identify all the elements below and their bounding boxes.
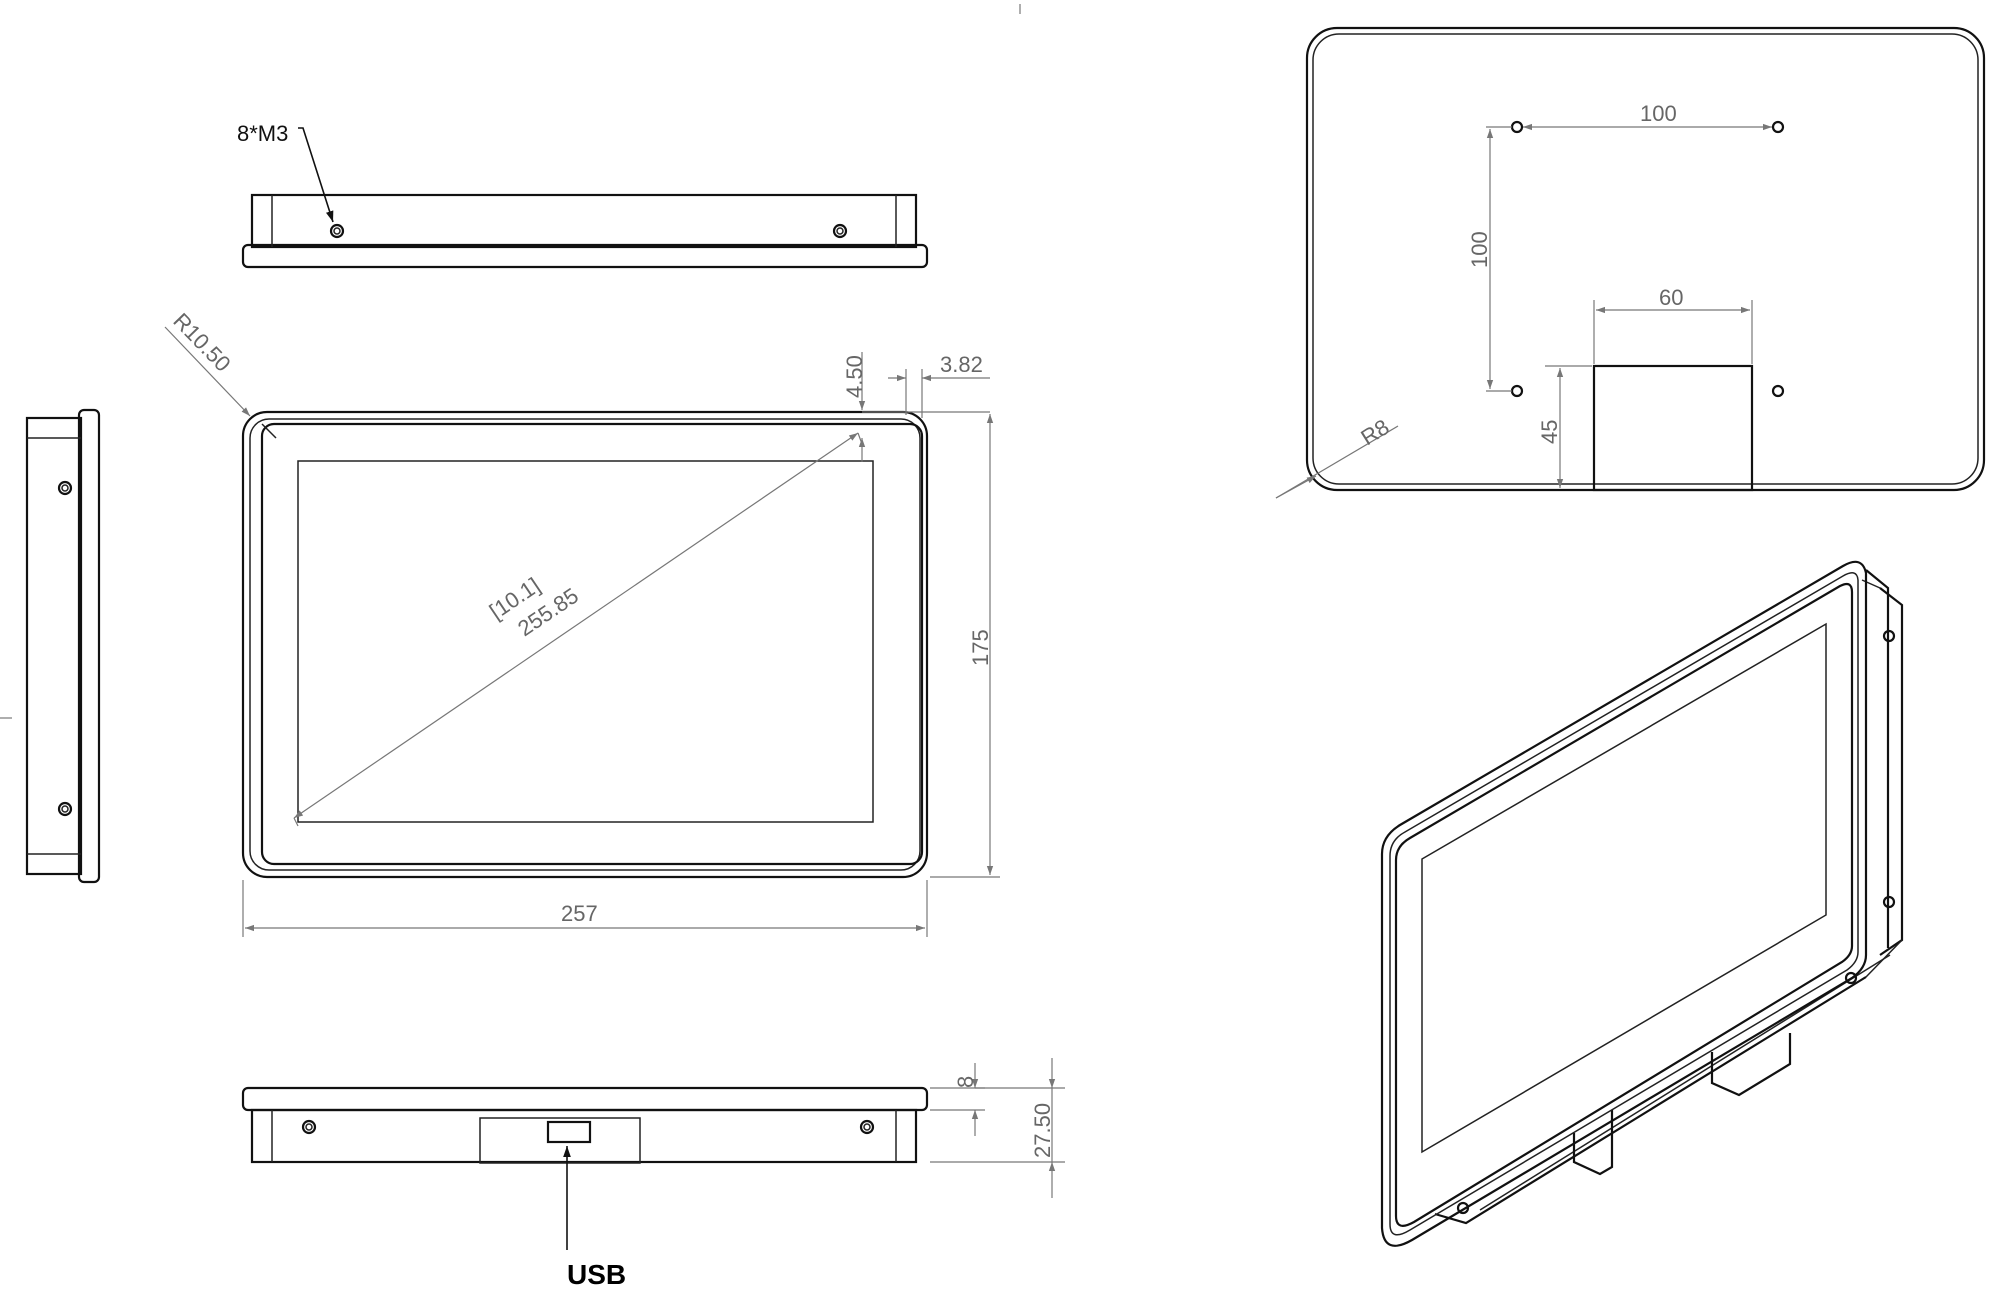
height-label: 175	[968, 629, 993, 666]
side-view-body	[25, 416, 83, 876]
usb-port	[546, 1120, 592, 1144]
screw-hole	[1882, 629, 1896, 643]
vesa-hole	[1771, 384, 1785, 398]
iso-outer-bezel	[1380, 560, 1868, 1247]
screw-hole	[832, 223, 848, 239]
screw-hole	[1456, 1201, 1470, 1215]
screw-hole	[57, 801, 73, 817]
port-box-height-label: 45	[1537, 420, 1562, 444]
top-view: 8*M3	[237, 121, 929, 269]
vesa-horizontal-label: 100	[1640, 101, 1677, 126]
front-outer-frame	[241, 410, 929, 879]
vesa-hole	[1771, 120, 1785, 134]
port-housing	[479, 1117, 641, 1164]
iso-port-box-left	[1572, 1110, 1614, 1176]
iso-port-box-right	[1710, 1033, 1792, 1097]
front-depth-label: 8	[953, 1076, 978, 1088]
width-label: 257	[561, 901, 598, 926]
iso-inner-bezel	[1394, 582, 1854, 1227]
rear-view: 100 100 60 45 R8	[1275, 26, 1986, 499]
display-area	[297, 460, 874, 823]
side-view-front-bezel	[77, 408, 101, 884]
isometric-view	[1380, 560, 1904, 1247]
diagonal-dimension-line	[293, 432, 859, 819]
vesa-hole	[1510, 384, 1524, 398]
total-depth-label: 27.50	[1030, 1103, 1055, 1158]
bottom-view: USB 8 27.50	[241, 1058, 1065, 1290]
bezel-side-label: 3.82	[940, 352, 983, 377]
front-view: [10.1] 255.85 R10.50 4.50 3.82 175 257	[164, 308, 1000, 937]
usb-label: USB	[567, 1259, 626, 1290]
top-view-front-bezel	[241, 243, 929, 269]
screw-hole	[57, 480, 73, 496]
vesa-hole	[1510, 120, 1524, 134]
bottom-view-front-bezel	[241, 1086, 929, 1112]
screw-hole	[329, 223, 345, 239]
screw-hole	[301, 1119, 317, 1135]
rear-radius-label: R8	[1356, 414, 1393, 450]
screw-hole	[1882, 895, 1896, 909]
front-bezel	[260, 422, 924, 866]
rear-outer-shell	[1305, 26, 1986, 492]
screw-hole	[859, 1119, 875, 1135]
corner-radius-leader	[164, 326, 251, 417]
left-side-view	[25, 408, 101, 884]
screw-hole	[1844, 971, 1858, 985]
iso-display-area	[1421, 622, 1827, 1154]
top-view-body	[250, 193, 918, 249]
port-box-width-label: 60	[1659, 285, 1683, 310]
bezel-top-label: 4.50	[842, 355, 867, 398]
rear-port-box	[1592, 364, 1754, 492]
vesa-vertical-label: 100	[1467, 231, 1492, 268]
screw-callout-label: 8*M3	[237, 121, 288, 146]
iso-rear-body-edge	[1879, 587, 1904, 956]
bottom-view-body	[250, 1108, 918, 1164]
rear-radius-leader	[1275, 425, 1399, 499]
screw-leader-line	[298, 127, 334, 223]
